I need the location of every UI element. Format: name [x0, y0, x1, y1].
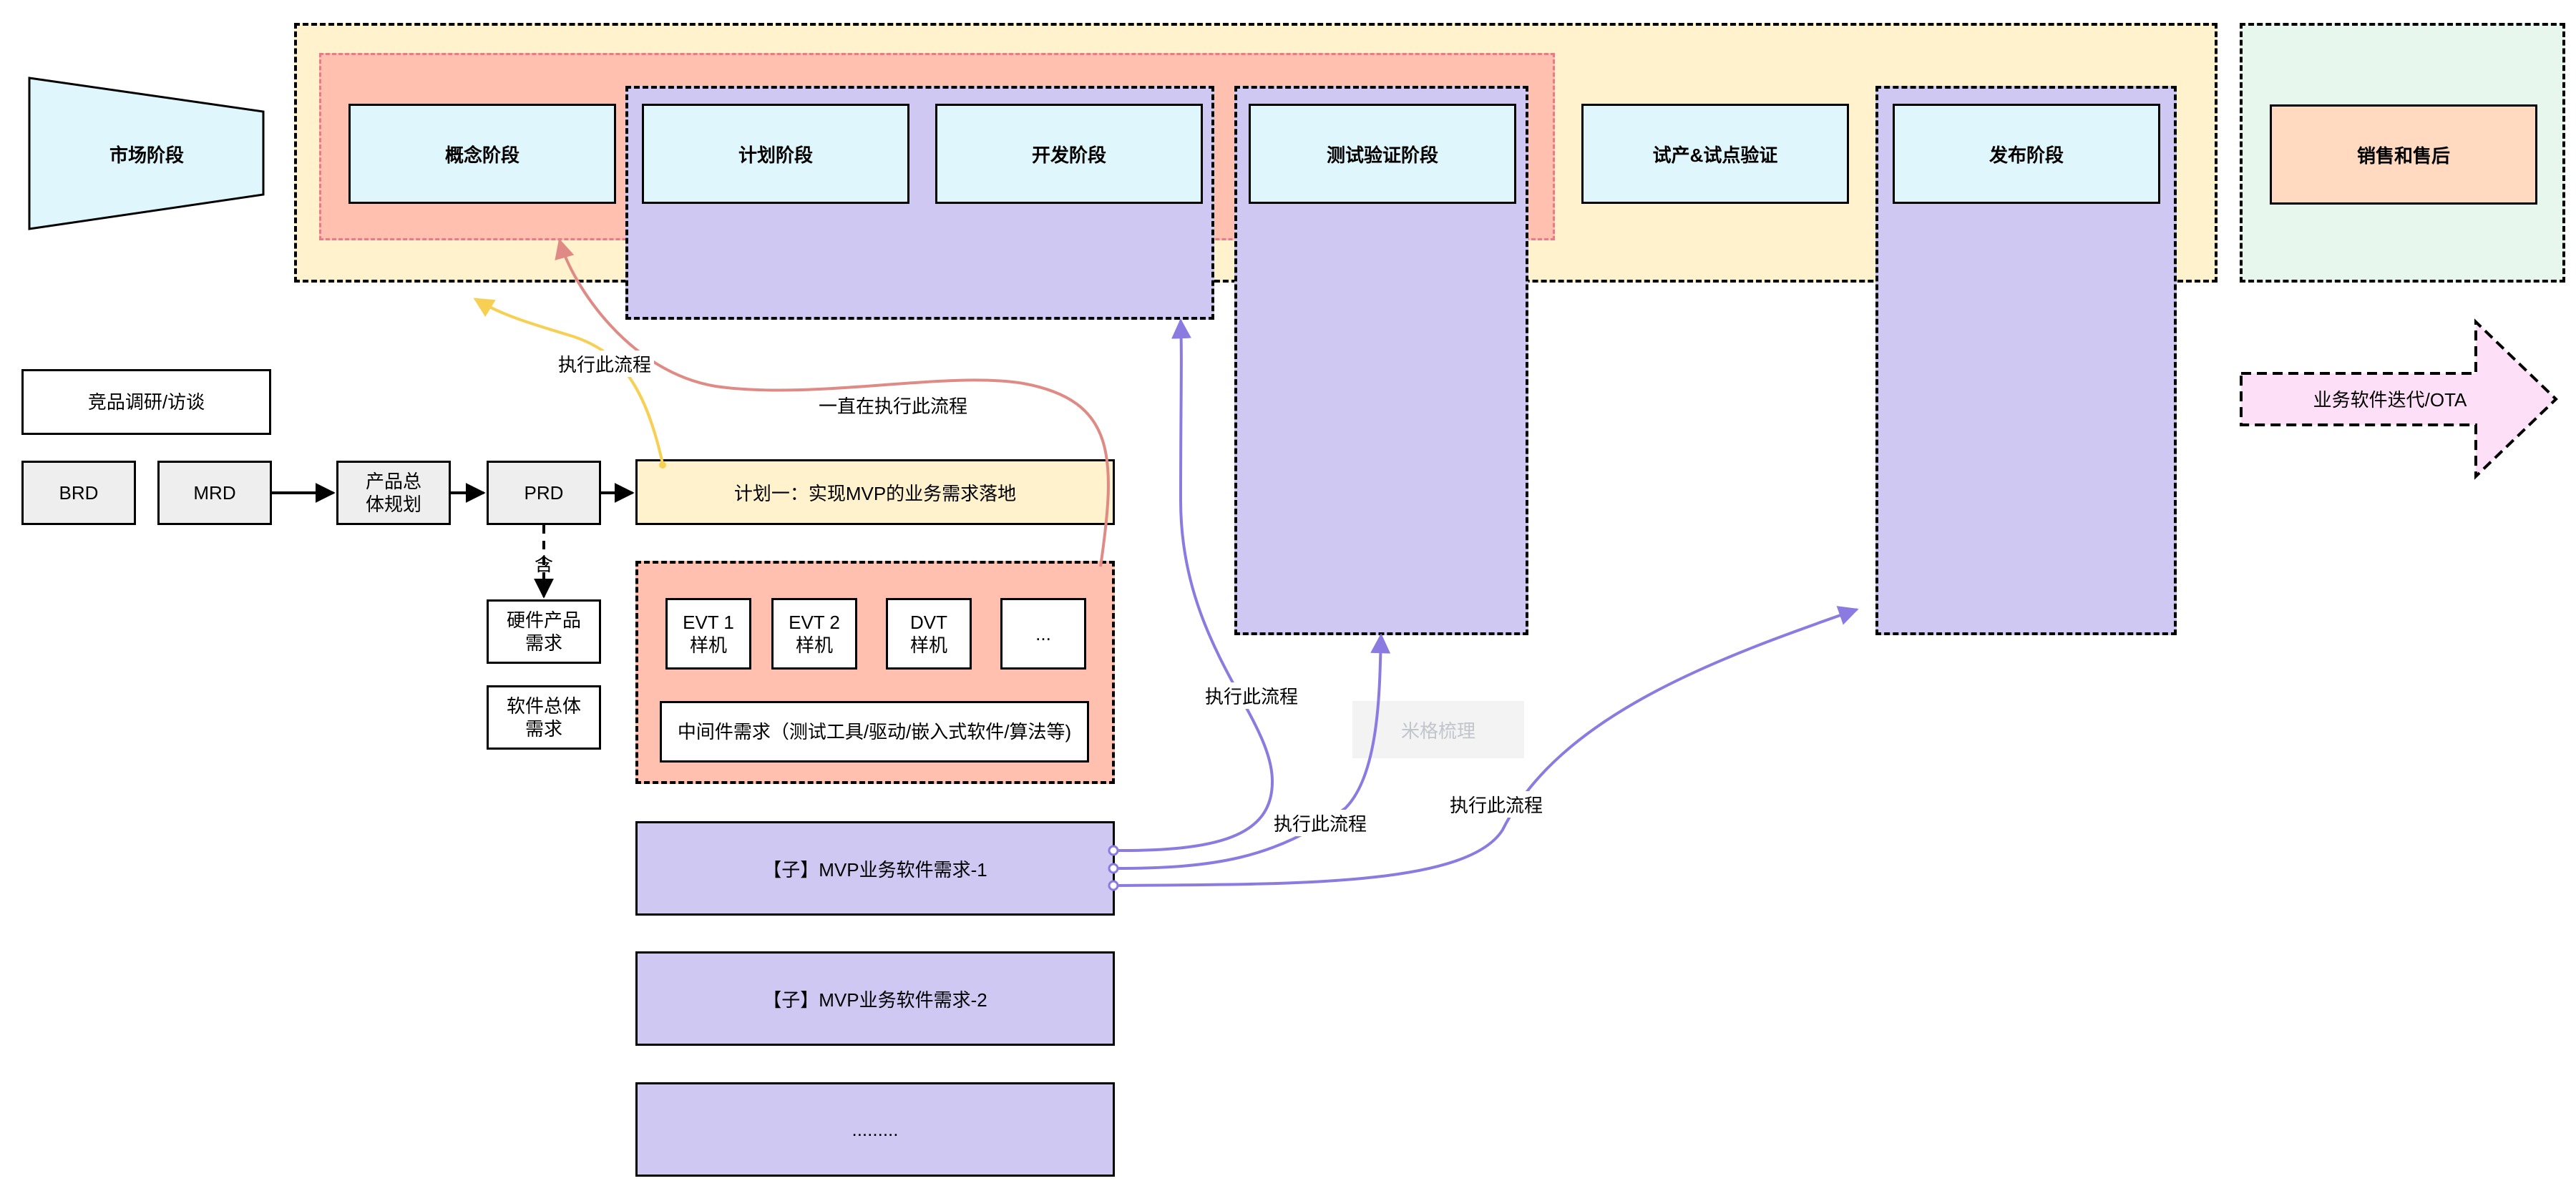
mrd-doc[interactable]: MRD — [157, 461, 272, 525]
trial-stage[interactable]: 试产&试点验证 — [1581, 104, 1849, 204]
evt2-sample[interactable]: EVT 2 样机 — [771, 598, 857, 670]
hardware-requirements[interactable]: 硬件产品需求 — [487, 599, 601, 664]
edge-label-always-execute: 一直在执行此流程 — [816, 392, 971, 418]
plan-stage[interactable]: 计划阶段 — [642, 104, 909, 204]
more-samples[interactable]: ... — [1000, 598, 1086, 670]
market-stage-shape — [28, 77, 265, 230]
edge-label-execute-3: 执行此流程 — [1271, 810, 1370, 836]
red-always-execute-arrow — [555, 238, 1110, 567]
software-requirements[interactable]: 软件总体需求 — [487, 685, 601, 750]
overall-plan-doc[interactable]: 产品总体规划 — [336, 461, 451, 525]
market-stage-label: 市场阶段 — [109, 144, 184, 166]
purple-arrow-to-release — [1113, 606, 1859, 887]
concept-stage[interactable]: 概念阶段 — [348, 104, 616, 204]
release-stage[interactable]: 发布阶段 — [1893, 104, 2160, 204]
competitor-research[interactable]: 竞品调研/访谈 — [21, 369, 271, 435]
edge-label-execute-2: 执行此流程 — [1202, 682, 1302, 709]
sales-stage[interactable]: 销售和售后 — [2270, 104, 2537, 205]
flow-arrows — [272, 238, 1859, 891]
ota-arrow-shape — [2240, 318, 2558, 480]
middleware-requirements[interactable]: 中间件需求（测试工具/驱动/嵌入式软件/算法等) — [660, 701, 1089, 763]
evt1-sample[interactable]: EVT 1 样机 — [665, 598, 751, 670]
brd-doc[interactable]: BRD — [21, 461, 136, 525]
yellow-execute-arrow — [473, 298, 664, 464]
prd-doc[interactable]: PRD — [487, 461, 601, 525]
edge-label-execute-1: 执行此流程 — [555, 351, 655, 377]
dvt-sample[interactable]: DVT 样机 — [886, 598, 972, 670]
plan-one-box[interactable]: 计划一：实现MVP的业务需求落地 — [635, 459, 1115, 525]
watermark: 米格梳理 — [1352, 701, 1524, 758]
develop-stage[interactable]: 开发阶段 — [935, 104, 1203, 204]
sub-requirement-2[interactable]: 【子】MVP业务软件需求-2 — [635, 951, 1115, 1046]
ota-label: 业务软件迭代/OTA — [2313, 388, 2467, 411]
purple-arrow-to-plan — [1113, 318, 1274, 853]
edge-label-execute-4: 执行此流程 — [1447, 791, 1546, 818]
sub-requirement-more[interactable]: ......... — [635, 1082, 1115, 1177]
test-stage[interactable]: 测试验证阶段 — [1249, 104, 1516, 204]
purple-arrow-to-test — [1113, 633, 1391, 870]
sub-requirement-1[interactable]: 【子】MVP业务软件需求-1 — [635, 821, 1115, 916]
